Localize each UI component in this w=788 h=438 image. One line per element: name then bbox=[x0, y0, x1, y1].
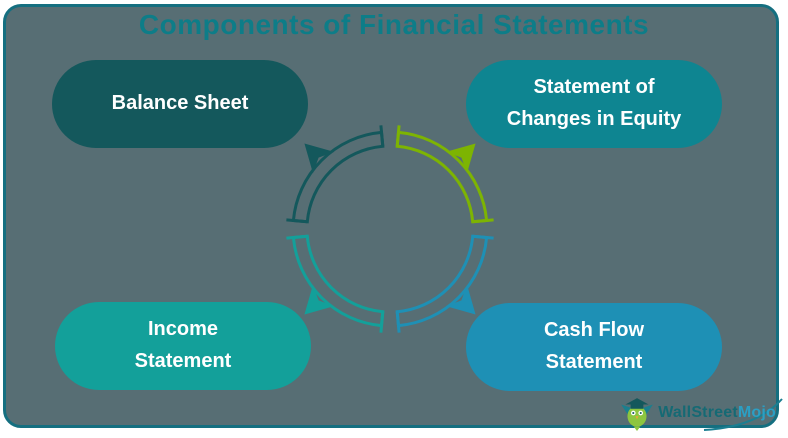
cycle-arc-bottom-left bbox=[286, 234, 385, 333]
pill-income-label-line2: Statement bbox=[134, 350, 232, 372]
wallstreetmojo-logo: WallStreetMojo bbox=[620, 395, 776, 431]
pill-balance-sheet: Balance Sheet bbox=[52, 60, 308, 148]
page-title: Components of Financial Statements bbox=[138, 9, 650, 40]
logo-text-mojo: Mojo bbox=[737, 404, 776, 421]
cycle-arc-top-right bbox=[395, 125, 494, 224]
cycle-arrow-bottom-right-icon bbox=[445, 284, 476, 315]
cycle-arrow-top-right-icon bbox=[445, 143, 476, 174]
cycle-arrow-bottom-left-icon bbox=[304, 284, 335, 315]
pill-cash-flow-statement: Cash Flow Statement bbox=[466, 303, 722, 391]
cycle-arc-bottom-right bbox=[395, 234, 494, 333]
pill-statement-of-changes-in-equity: Statement of Changes in Equity bbox=[466, 60, 722, 148]
cycle-arrow-top-left-icon bbox=[304, 143, 335, 174]
pill-income-label-line1: Income bbox=[147, 318, 219, 341]
pill-cashflow-label-line1: Cash Flow bbox=[543, 319, 644, 342]
pill-balance-sheet-label: Balance Sheet bbox=[111, 92, 249, 115]
pill-cashflow-label-line2: Statement bbox=[545, 351, 643, 373]
pill-equity-label-line1: Statement of bbox=[533, 76, 655, 99]
cycle-arc-top-left bbox=[286, 125, 385, 224]
logo-text-wallstreet: WallStreet bbox=[658, 404, 738, 421]
pill-income-statement: Income Statement bbox=[55, 302, 311, 390]
pill-equity-label-line2: Changes in Equity bbox=[506, 108, 682, 130]
corner-swoosh bbox=[703, 398, 783, 431]
wallstreetmojo-owl-icon bbox=[621, 398, 654, 431]
